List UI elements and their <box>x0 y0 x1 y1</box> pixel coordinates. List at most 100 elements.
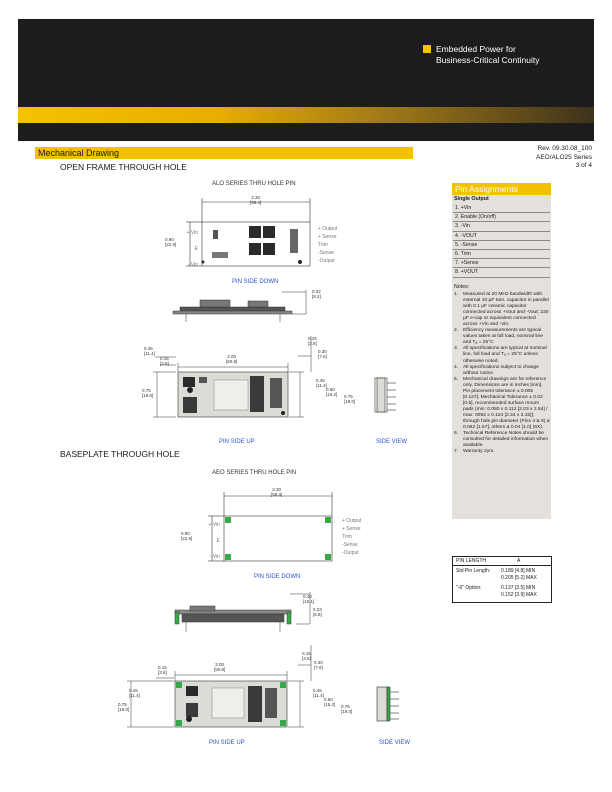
base-dim-right-b-mm: [15.2] <box>324 702 336 707</box>
open-pin-minus-output: -Output <box>318 258 335 264</box>
open-side-view <box>374 377 396 413</box>
base-pins-right: + Output + Sense Trim -Sense -Output <box>342 517 361 557</box>
base-dim-right-c: 0.75 [19.0] <box>341 704 352 714</box>
revision-number: Rev. 09.30.08_100 <box>537 145 592 152</box>
section-title-bar <box>35 147 413 159</box>
open-frame-heading: OPEN FRAME THROUGH HOLE <box>60 162 187 172</box>
note-text: Measured at 20 MHz bandwidth with extern… <box>463 292 549 328</box>
open-dim-height-in: 0.90 <box>165 237 174 242</box>
pin-length-header-a: A <box>517 558 521 564</box>
base-dim-side-a: 0.40 [10.1] <box>303 594 314 604</box>
note-item: 7.Warranty 2yrs. <box>454 449 550 455</box>
note-item: 5.Mechanical drawings are for reference … <box>454 377 550 431</box>
base-dim-left-b-in: 0.45 <box>129 688 138 693</box>
note-item: 3.All specifications are typical at nomi… <box>454 346 550 364</box>
open-pin-side-up-label: PIN SIDE UP <box>219 439 255 445</box>
pin-assignments-subtitle: Single Output <box>454 196 489 202</box>
base-dim-side-b-mm: [5.8] <box>313 612 322 617</box>
pin-list-item: 3. -Vin <box>453 222 550 232</box>
base-dim-left-height-mm: [19.0] <box>118 707 130 712</box>
baseplate-caption: AEO SERIES THRU HOLE PIN <box>212 470 297 476</box>
tagline-line-2: Business-Critical Continuity <box>436 54 540 65</box>
open-caption: ALO SERIES THRU HOLE PIN <box>212 181 296 187</box>
open-pin-plus-sense: + Sense <box>318 234 337 240</box>
base-dim-left-a-mm: [3.8] <box>158 670 167 675</box>
note-number: 6. <box>454 431 459 437</box>
open-dim-side-in: 0.32 <box>312 289 321 294</box>
base-dim-top-b: 0.30 [7.6] <box>314 660 323 670</box>
base-dim-right-b: 0.60 [15.2] <box>324 697 335 707</box>
base-dim-top-a-mm: [3.8] <box>302 656 311 661</box>
open-dim-top-a-mm: [3.8] <box>308 341 317 346</box>
base-dim-right-b-in: 0.60 <box>324 697 333 702</box>
open-dim-top-b-mm: [7.6] <box>318 354 327 359</box>
pin-list-item: 4. -VOUT <box>453 232 550 241</box>
base-pin-plus-sense: + Sense <box>342 526 361 532</box>
open-dim-left-a: 0.45 [11.4] <box>144 346 155 356</box>
pin-list-item: 6. Trim <box>453 250 550 260</box>
open-dim-top-b-in: 0.30 <box>318 349 327 354</box>
open-dim-left-a-in: 0.45 <box>144 346 153 351</box>
pin-length-row-label: "-6" Option: <box>456 585 482 591</box>
note-text: Efficiency measurements are typical valu… <box>463 328 543 346</box>
revision-block: Rev. 09.30.08_100 AEO/ALO25 Series 3 of … <box>536 145 592 171</box>
header-gradient-bar <box>18 107 594 123</box>
base-dim-top-a-in: 0.15 <box>302 651 311 656</box>
note-text: Warranty 2yrs. <box>463 449 495 455</box>
pin-assignments-panel <box>452 183 551 519</box>
open-pin-plus-output: + Output <box>318 226 338 232</box>
open-dim-top-b: 0.30 [7.6] <box>318 349 327 359</box>
open-side-profile <box>172 299 293 322</box>
base-dim-width-mm: [58.4] <box>271 492 283 497</box>
note-item: 6. Technical Reference Notes should be co… <box>454 431 550 449</box>
base-dim-height-mm: [22.9] <box>181 536 193 541</box>
base-dim-bottom-width-mm: [50.8] <box>214 667 226 672</box>
pin-length-table: PIN LENGTH A Std Pin Length: 0.189 [4.8]… <box>452 556 552 603</box>
base-dim-height-in: 0.90 <box>181 531 190 536</box>
base-dim-right-c-in: 0.75 <box>341 704 350 709</box>
note-text: Technical Reference Notes should be cons… <box>463 431 549 449</box>
open-pins-left: + Vin E - Vin <box>182 225 198 273</box>
base-pin-trim: Trim <box>342 534 352 540</box>
open-dim-right-c-mm: [19.0] <box>344 399 356 404</box>
base-dim-side-b-in: 0.23 <box>313 607 322 612</box>
open-dim-right-a: 0.45 [11.4] <box>316 378 327 388</box>
series-name: AEO/ALO25 Series <box>536 153 592 161</box>
base-dim-right-c-mm: [19.0] <box>341 709 353 714</box>
open-top-outline <box>201 221 311 267</box>
note-item: 1. Measured at 20 MHz bandwidth with exte… <box>454 292 550 328</box>
base-dim-width-in: 2.30 <box>272 487 282 492</box>
base-side-view-label: SIDE VIEW <box>379 740 411 746</box>
open-pin-plus-vin: + Vin <box>186 230 198 236</box>
header-lower-band <box>18 123 594 141</box>
base-pin-minus-output: -Output <box>342 550 359 556</box>
base-pin-enable: E <box>216 538 220 544</box>
brand-square-icon <box>423 45 431 53</box>
open-dim-bottom-width-in: 2.00 <box>227 354 237 359</box>
base-dim-height: 0.90 [22.9] <box>181 531 192 541</box>
note-text: All specifications are typical at nomina… <box>463 346 547 364</box>
open-dim-right-a-in: 0.45 <box>316 378 325 383</box>
pin-length-row-min: 0.189 [4.8] MIN <box>501 568 536 574</box>
base-pin-side-down-label: PIN SIDE DOWN <box>254 574 301 580</box>
baseplate-heading: BASEPLATE THROUGH HOLE <box>60 449 180 459</box>
note-item: 4.All specifications subject to change w… <box>454 365 550 377</box>
open-dim-top-a: 0.15 [3.8] <box>308 336 317 346</box>
note-number: 4. <box>454 364 459 370</box>
open-bottom-board <box>177 371 289 418</box>
open-dim-bottom-width: 2.00 [50.8] <box>226 354 237 364</box>
pin-list: 1. +Vin 2. Enable (On/off) 3. -Vin 4. -V… <box>453 204 550 278</box>
page-number: 3 of 4 <box>575 162 592 170</box>
pin-length-row-max: 0.152 [3.9] MAX <box>501 592 537 598</box>
base-dim-side-a-in: 0.40 <box>303 594 312 599</box>
base-dim-left-a-in: 0.15 <box>158 665 167 670</box>
open-dim-width-mm: [58.4] <box>250 200 262 205</box>
note-text: Mechanical drawings are for reference on… <box>463 376 550 431</box>
open-dim-right-b-mm: [15.2] <box>326 392 338 397</box>
pin-length-header-label: PIN LENGTH <box>456 558 487 564</box>
note-number: 1. <box>454 292 459 297</box>
base-dim-top-b-in: 0.30 <box>314 660 323 665</box>
base-dim-bottom-width: 2.00 [50.8] <box>214 662 225 672</box>
base-dim-right-a-in: 0.45 <box>313 688 322 693</box>
